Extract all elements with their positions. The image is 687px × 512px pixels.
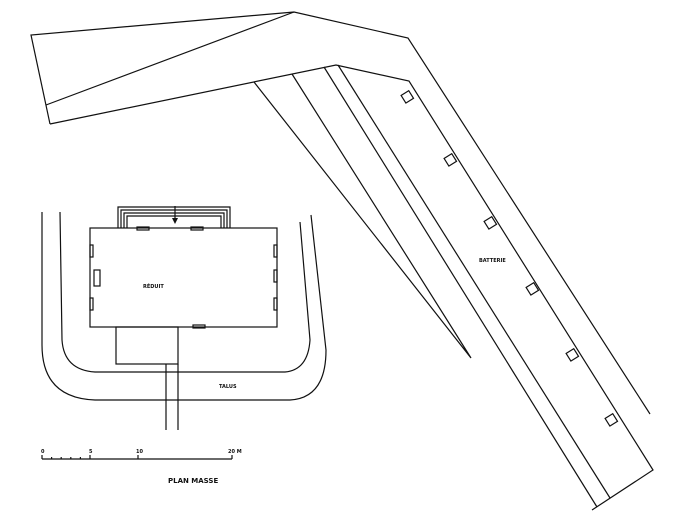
gun-embrasure <box>604 412 619 427</box>
scale-label-10: 10 <box>136 449 143 455</box>
scale-label-5: 5 <box>89 449 93 455</box>
reduit-main <box>89 227 278 328</box>
gun-embrasure <box>525 281 540 296</box>
steps-4 <box>126 215 222 228</box>
steps-2 <box>120 209 228 228</box>
gun-embrasure <box>483 215 498 230</box>
scale-label-20: 20 M <box>228 449 242 455</box>
entrance-arrowhead <box>172 218 178 224</box>
label-talus: TALUS <box>219 384 237 390</box>
window <box>273 269 278 283</box>
label-reduit: RÉDUIT <box>143 282 164 290</box>
talus-inner <box>59 211 311 373</box>
window <box>273 297 278 311</box>
gun-embrasure <box>400 89 415 104</box>
parapet-line-1 <box>323 66 598 508</box>
parapet-line-2 <box>337 64 611 499</box>
talus <box>41 211 327 401</box>
glacis-spike <box>253 73 472 359</box>
window <box>89 297 94 311</box>
steps-3 <box>123 212 225 228</box>
reduit-annex <box>115 326 179 365</box>
scale-label-0: 0 <box>41 449 45 455</box>
steps-1 <box>117 206 231 228</box>
rampart-diagonal <box>45 11 295 106</box>
gun-embrasure <box>565 347 580 362</box>
window <box>89 244 94 258</box>
window <box>190 226 204 231</box>
window <box>273 244 278 258</box>
window <box>136 226 150 231</box>
gun-embrasures <box>400 89 619 427</box>
talus-outer <box>41 212 327 401</box>
rampart-inner-line <box>49 64 654 511</box>
label-batterie: BATTERIE <box>479 258 506 264</box>
drawing-title: PLAN MASSE <box>168 477 218 485</box>
reduit-building <box>89 206 278 430</box>
chimney <box>93 269 101 287</box>
battery-rampart <box>30 11 654 511</box>
window <box>192 324 206 329</box>
gun-embrasure <box>443 152 458 167</box>
scale-bar: 0 5 10 20 M <box>41 449 242 460</box>
